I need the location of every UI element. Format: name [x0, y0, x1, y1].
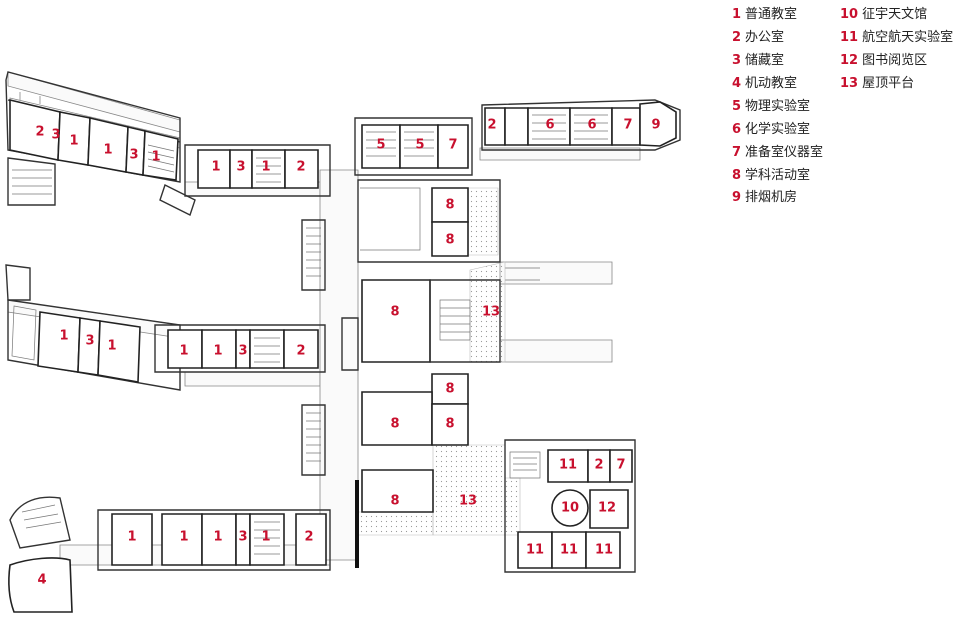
room-label: 7 — [448, 138, 457, 153]
wing-upper-left — [5, 71, 196, 216]
wing-middle — [5, 264, 326, 391]
room-label: 2 — [487, 118, 496, 133]
room-label: 3 — [238, 344, 247, 359]
room-label: 11 — [526, 543, 544, 558]
room-label: 11 — [560, 543, 578, 558]
room-label: 8 — [390, 417, 399, 432]
room-label: 1 — [261, 530, 270, 545]
room-label: 1 — [261, 160, 270, 175]
block-chemistry-labs — [481, 99, 681, 151]
room-label: 10 — [561, 501, 579, 516]
room-label: 2 — [296, 160, 305, 175]
roof-terrace-zones — [357, 187, 521, 536]
room-label: 3 — [129, 148, 138, 163]
block-physics-labs — [354, 117, 473, 176]
room-label: 5 — [415, 138, 424, 153]
room-label: 8 — [390, 494, 399, 509]
room-label: 11 — [595, 543, 613, 558]
room-label: 3 — [51, 128, 60, 143]
room-label: 2 — [304, 530, 313, 545]
room-label: 11 — [559, 458, 577, 473]
block-central-activity — [357, 179, 501, 513]
room-label: 1 — [211, 160, 220, 175]
block-flexible-classroom — [8, 496, 73, 613]
room-label: 13 — [459, 494, 477, 509]
stair-links — [301, 219, 359, 568]
block-aerospace-astronomy — [504, 439, 636, 573]
room-label: 7 — [623, 118, 632, 133]
room-label: 9 — [651, 118, 660, 133]
room-label: 8 — [445, 382, 454, 397]
room-label: 2 — [296, 344, 305, 359]
room-label: 8 — [390, 305, 399, 320]
room-label: 6 — [545, 118, 554, 133]
thick-wall-segment — [355, 480, 359, 568]
room-label: 3 — [238, 530, 247, 545]
room-label: 2 — [594, 458, 603, 473]
room-label: 1 — [179, 530, 188, 545]
room-label: 1 — [103, 143, 112, 158]
room-label: 6 — [587, 118, 596, 133]
room-label: 5 — [376, 138, 385, 153]
room-label: 3 — [236, 160, 245, 175]
room-label: 1 — [213, 530, 222, 545]
room-label: 8 — [445, 233, 454, 248]
room-label: 7 — [616, 458, 625, 473]
room-label: 1 — [107, 339, 116, 354]
room-labels: 2 3 1 1 3 1 1 3 1 2 5 5 7 2 6 6 7 9 8 8 … — [35, 118, 660, 588]
room-label: 1 — [127, 530, 136, 545]
room-label: 1 — [213, 344, 222, 359]
room-label: 13 — [482, 305, 500, 320]
room-label: 1 — [59, 329, 68, 344]
room-label: 1 — [151, 150, 160, 165]
room-label: 8 — [445, 198, 454, 213]
room-label: 1 — [69, 134, 78, 149]
room-label: 1 — [179, 344, 188, 359]
room-label: 8 — [445, 417, 454, 432]
wing-upper-link — [184, 144, 331, 197]
room-label: 2 — [35, 125, 44, 140]
room-label: 4 — [37, 573, 46, 588]
room-label: 3 — [85, 334, 94, 349]
room-label: 12 — [598, 501, 616, 516]
wing-lower — [97, 509, 331, 571]
